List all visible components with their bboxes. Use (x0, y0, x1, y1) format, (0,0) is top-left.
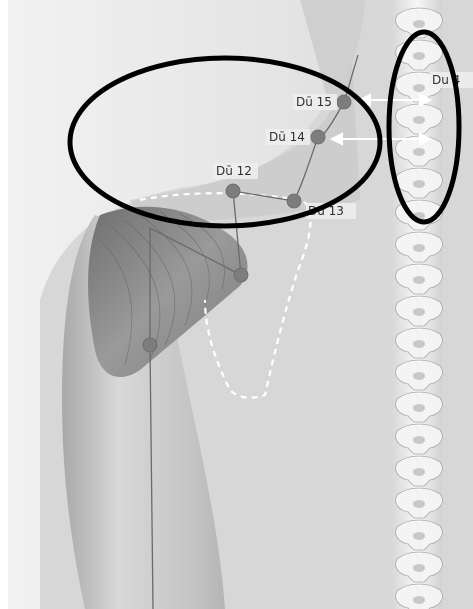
vertebra-shadow (413, 404, 425, 412)
vertebra-shadow (413, 596, 425, 604)
vertebra-shadow (413, 468, 425, 476)
point-du14-marker (311, 130, 325, 144)
label-du12: Dū 12 (216, 164, 252, 178)
vertebra-shadow (413, 180, 425, 188)
vertebra-shadow (413, 436, 425, 444)
vertebra-shadow (413, 20, 425, 28)
point-lower-marker (234, 268, 248, 282)
vertebra-shadow (413, 308, 425, 316)
point-arm-marker (143, 338, 157, 352)
vertebra-shadow (413, 244, 425, 252)
label-du15: Dū 15 (296, 95, 332, 109)
spine (392, 0, 442, 609)
vertebra-shadow (413, 84, 425, 92)
vertebra-shadow (413, 372, 425, 380)
vertebra-shadow (413, 564, 425, 572)
label-du14: Dū 14 (269, 130, 305, 144)
vertebra-shadow (413, 276, 425, 284)
point-du12-marker (226, 184, 240, 198)
vertebra-shadow (413, 148, 425, 156)
vertebra-shadow (413, 52, 425, 60)
left-border (0, 0, 8, 609)
vertebra-shadow (413, 116, 425, 124)
vertebra-shadow (413, 500, 425, 508)
point-du15-marker (337, 95, 351, 109)
vertebra-shadow (413, 340, 425, 348)
vertebra-shadow (413, 532, 425, 540)
point-du13-marker (287, 194, 301, 208)
